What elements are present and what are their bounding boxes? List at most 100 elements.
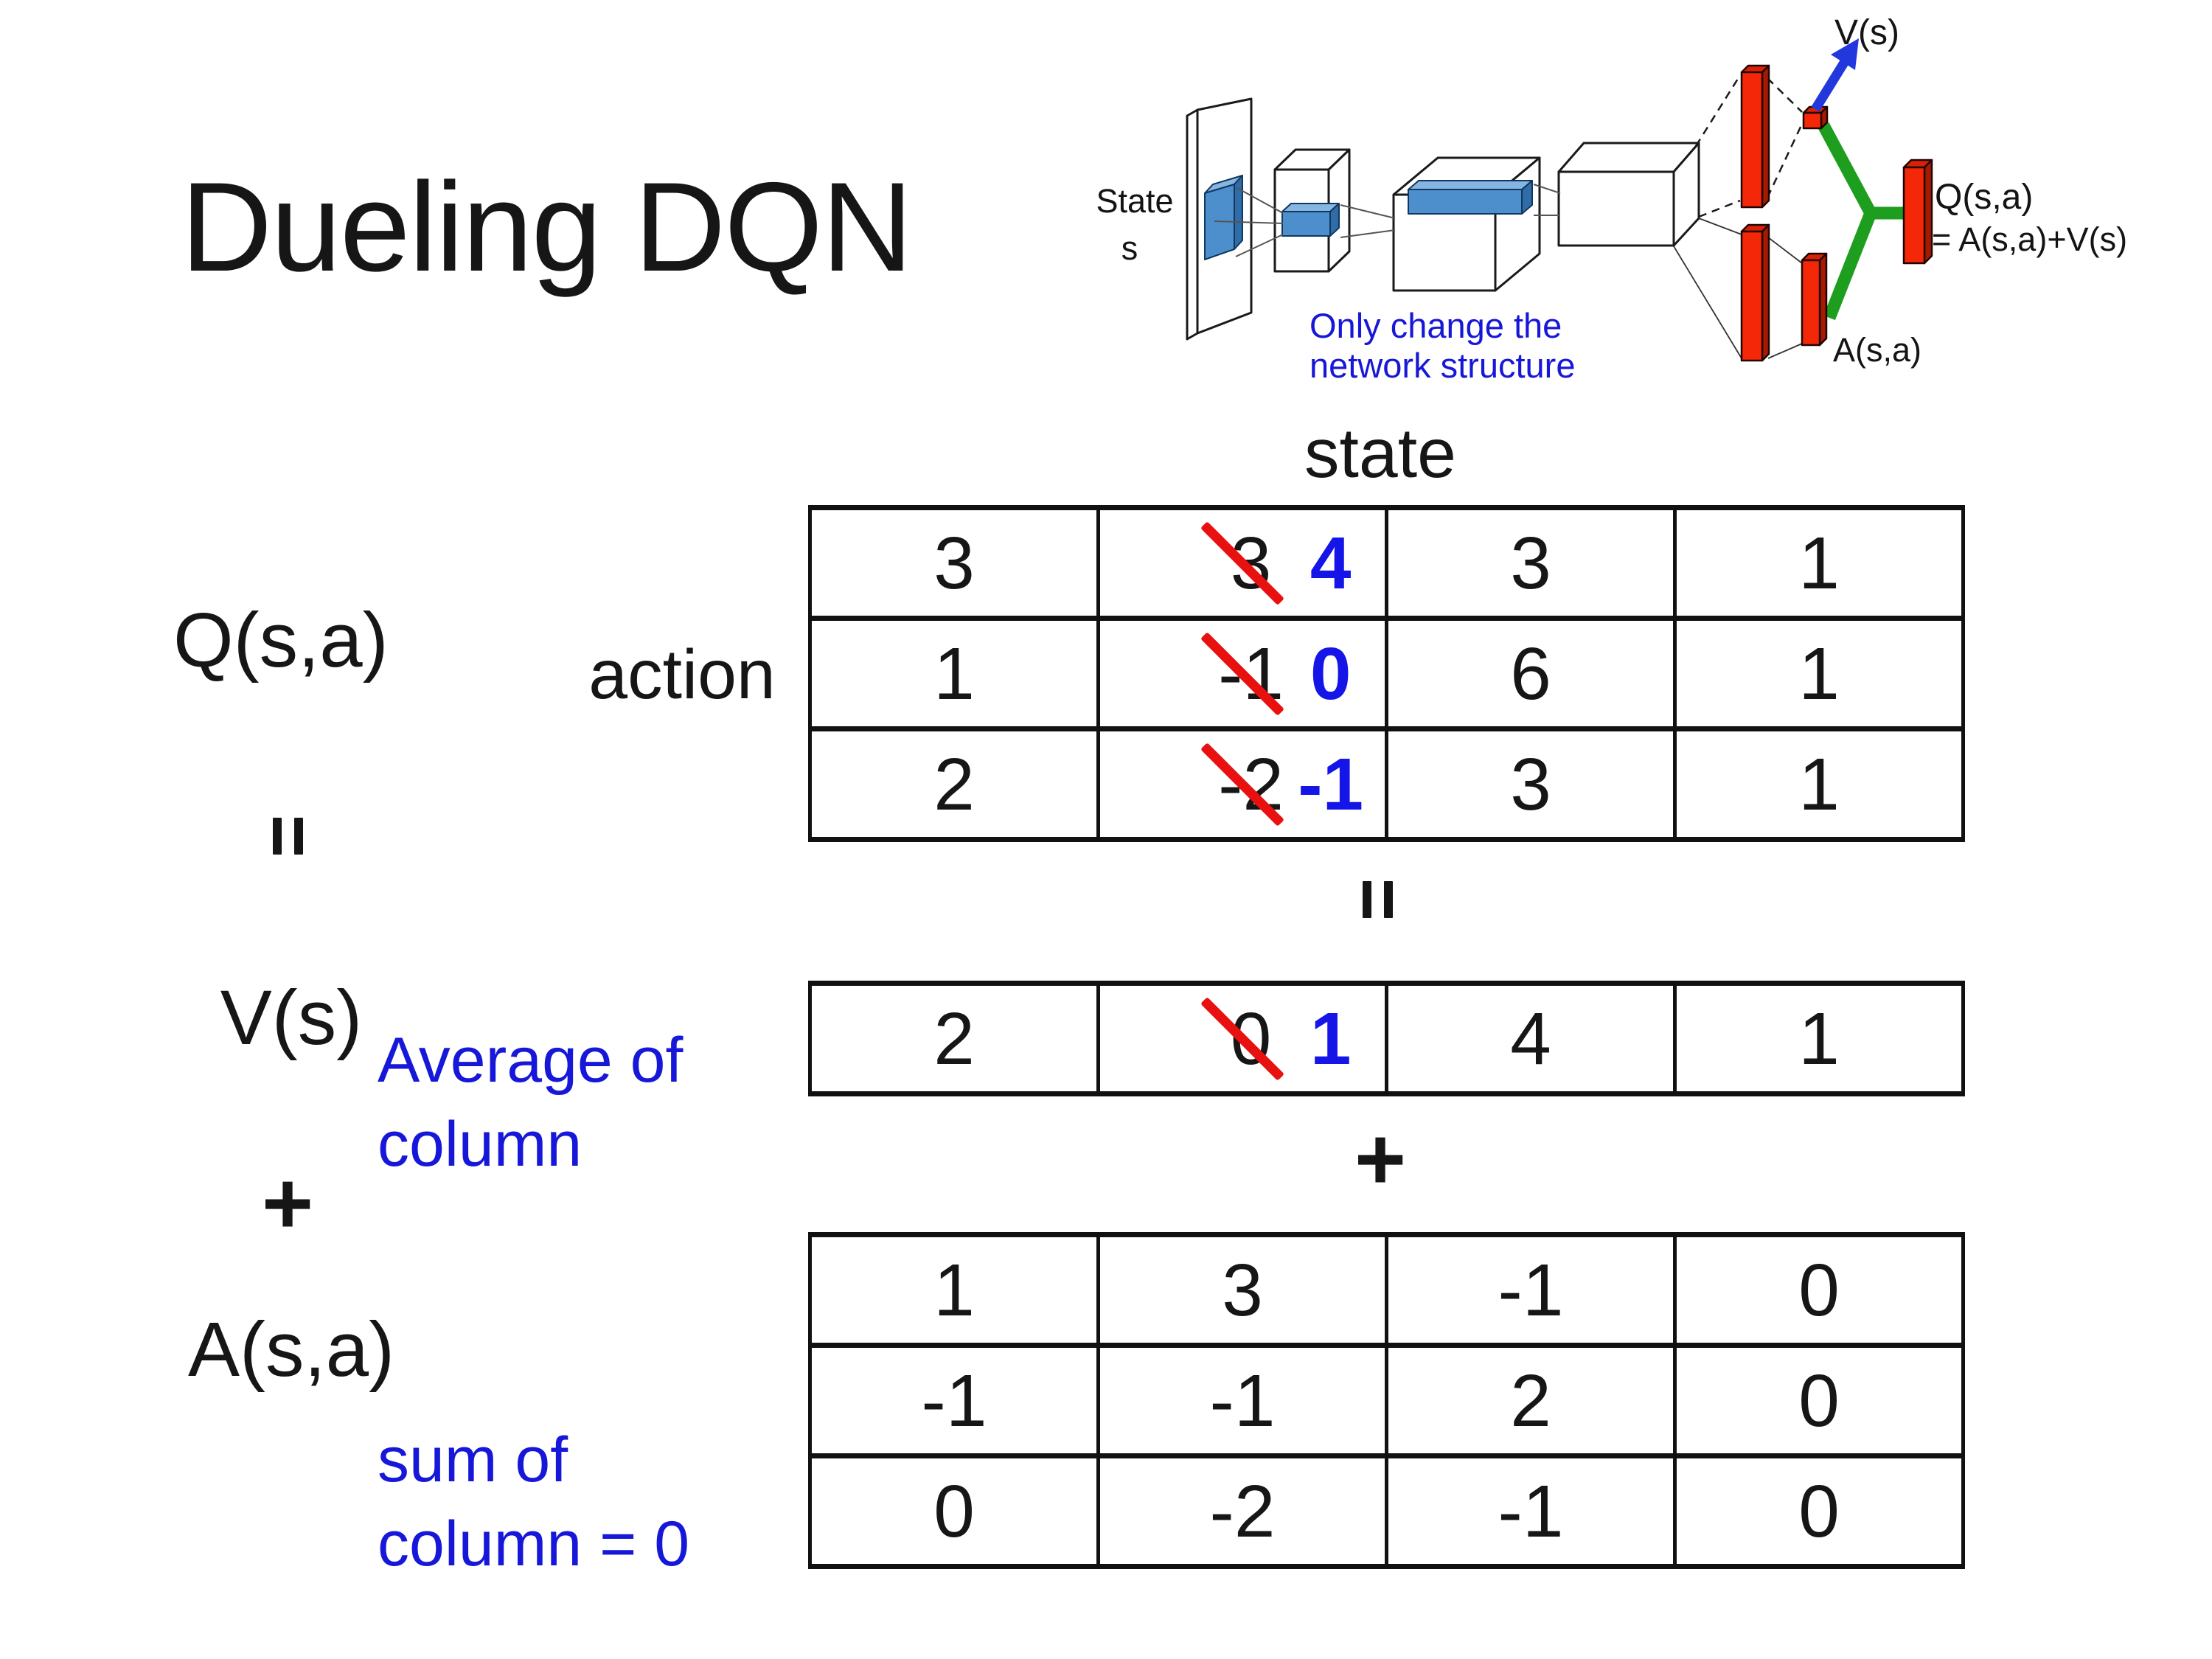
value: 2 — [933, 742, 975, 826]
value: 1 — [933, 632, 975, 715]
value: -1 — [1498, 1470, 1564, 1553]
matrix-cell: -1 — [812, 1348, 1100, 1458]
value: 4 — [1510, 997, 1551, 1080]
matrix-cell: 2 — [812, 731, 1100, 842]
new-value: 4 — [1310, 521, 1352, 605]
matrix-cell: 1 — [812, 1237, 1100, 1348]
value: 0 — [933, 1470, 975, 1553]
matrix-cell: 3 — [812, 510, 1100, 621]
a-stream-lines — [1673, 218, 1803, 359]
value: 3 — [1510, 742, 1551, 826]
v-annotation-line1: Average of — [378, 1025, 684, 1096]
v-annotation: Average of column — [378, 1019, 683, 1186]
matrix-cell: 2 — [812, 986, 1100, 1096]
matrix-cell: 0 — [812, 1458, 1100, 1569]
equals-sign-middle — [1333, 855, 1422, 944]
diagram-note-line2: network structure — [1310, 346, 1575, 385]
v-matrix-label: V(s) — [220, 975, 363, 1061]
a-annotation-line1: sum of — [378, 1425, 568, 1495]
a-hidden-bar — [1740, 223, 1770, 362]
matrix-cell: 6 — [1388, 621, 1677, 731]
matrix-cell: -1 — [1100, 1348, 1388, 1458]
new-value: 1 — [1310, 997, 1352, 1080]
plus-sign-middle: + — [1336, 1115, 1425, 1203]
conv-fan-lines — [1214, 184, 1561, 257]
action-axis-label: action — [588, 636, 776, 714]
state-input-label-line2: s — [1121, 229, 1138, 267]
value: 1 — [1798, 997, 1840, 1080]
value: -1 — [921, 1359, 987, 1442]
v-stream-dashed-lines — [1694, 74, 1804, 218]
matrix-cell: -1 — [1388, 1458, 1677, 1569]
matrix-cell: 3 — [1388, 731, 1677, 842]
value: 1 — [1798, 632, 1840, 715]
a-matrix-label: A(s,a) — [188, 1307, 395, 1393]
value: 0 — [1798, 1248, 1840, 1332]
v-hidden-bar — [1740, 64, 1770, 209]
matrix-cell: 4 — [1388, 986, 1677, 1096]
matrix-cell: 0 — [1677, 1237, 1965, 1348]
q-output-label: Q(s,a) — [1935, 178, 2033, 217]
a-value-matrix: 1 3 -1 0 -1 -1 2 0 0 -2 -1 0 — [808, 1232, 1965, 1569]
matrix-cell: -2-1 — [1100, 731, 1388, 842]
value: 2 — [933, 997, 975, 1080]
matrix-cell: 3 — [1100, 1237, 1388, 1348]
a-annotation: sum of column = 0 — [378, 1419, 689, 1586]
diagram-note-line1: Only change the — [1310, 306, 1562, 345]
value: 1 — [1798, 521, 1840, 605]
matrix-cell: 1 — [1677, 986, 1965, 1096]
plus-sign-left: + — [243, 1159, 332, 1248]
feature-bar-2 — [1408, 180, 1533, 215]
q-output-bar — [1902, 159, 1933, 265]
state-input-label-line1: State — [1096, 182, 1173, 220]
value: 3 — [933, 521, 975, 605]
a-output-bar — [1801, 252, 1828, 347]
equals-sign-left — [243, 792, 332, 880]
conv-box-2 — [1392, 156, 1541, 292]
matrix-cell: -1 — [1388, 1237, 1677, 1348]
value: 6 — [1510, 632, 1551, 715]
network-architecture-diagram: State s V(s) Q(s,a) = A(s,a)+V(s) A(s,a)… — [1096, 13, 2127, 385]
value: 3 — [1222, 1248, 1263, 1332]
conv-box-3 — [1557, 142, 1700, 247]
a-annotation-line2: column = 0 — [378, 1508, 690, 1579]
value: -1 — [1209, 1359, 1276, 1442]
plus-glyph: + — [1354, 1110, 1407, 1208]
matrix-cell: 0 — [1677, 1458, 1965, 1569]
green-merge-connector — [1818, 122, 1904, 321]
matrix-cell: 2 — [1388, 1348, 1677, 1458]
matrix-cell: 1 — [1677, 621, 1965, 731]
matrix-cell: 3 — [1388, 510, 1677, 621]
value: -1 — [1498, 1248, 1564, 1332]
equals-glyph — [272, 818, 303, 855]
state-axis-label: state — [1304, 414, 1456, 493]
value: -2 — [1209, 1470, 1276, 1553]
value: 0 — [1798, 1359, 1840, 1442]
feature-bar-1 — [1281, 203, 1340, 237]
value: 0 — [1798, 1470, 1840, 1553]
state-input-plate — [1186, 97, 1253, 341]
matrix-cell: 1 — [1677, 731, 1965, 842]
new-value: -1 — [1298, 742, 1364, 826]
q-matrix-label: Q(s,a) — [173, 597, 389, 684]
new-value: 0 — [1310, 632, 1352, 715]
v-arrow — [1811, 38, 1859, 112]
matrix-cell: 1 — [1677, 510, 1965, 621]
slide-title: Dueling DQN — [181, 156, 913, 298]
equals-glyph — [1362, 881, 1393, 918]
plus-glyph: + — [261, 1154, 314, 1253]
value: 1 — [933, 1248, 975, 1332]
v-scalar-box — [1802, 105, 1829, 130]
value: 3 — [1510, 521, 1551, 605]
v-annotation-line2: column — [378, 1108, 582, 1180]
matrix-cell: -2 — [1100, 1458, 1388, 1569]
q-output-formula: = A(s,a)+V(s) — [1932, 220, 2127, 258]
value: 1 — [1798, 742, 1840, 826]
value: 2 — [1510, 1359, 1551, 1442]
matrix-cell: 1 — [812, 621, 1100, 731]
